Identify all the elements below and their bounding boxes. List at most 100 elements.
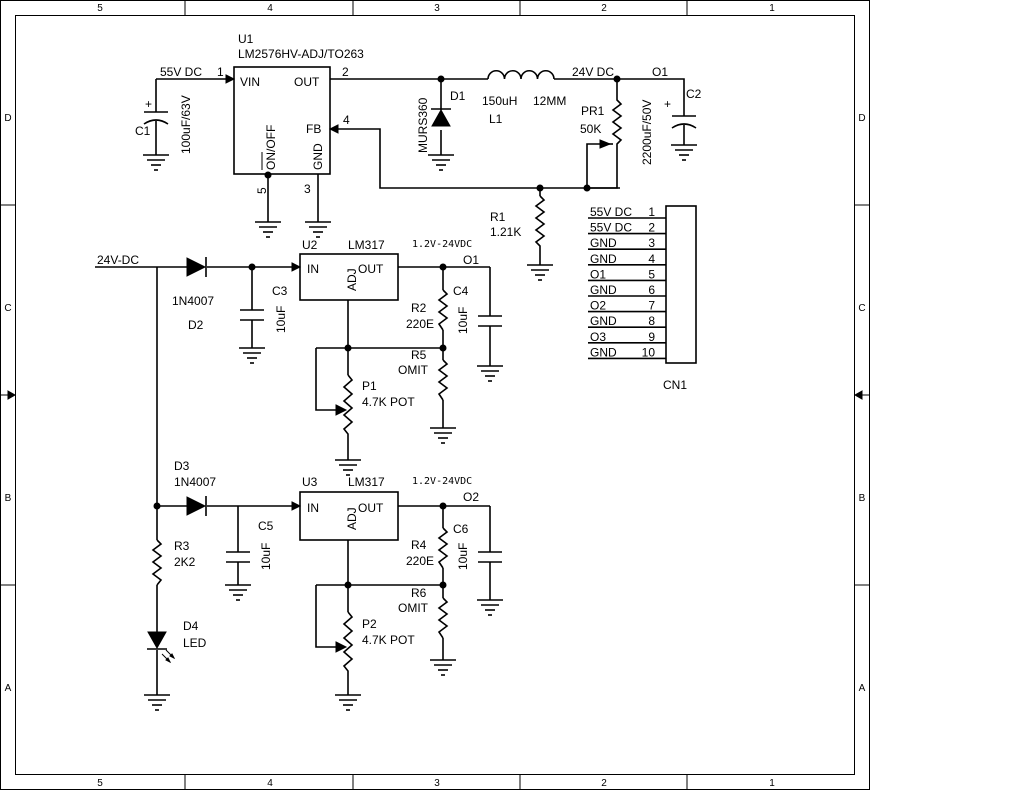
u3-section-wires (153, 501, 491, 695)
u2-out-pin: OUT (358, 262, 384, 276)
u3-regulator: U3 LM317 IN ADJ OUT (299, 475, 399, 541)
cn1-pin-number: 4 (648, 252, 655, 266)
u3-adj-pin: ADJ (345, 507, 359, 530)
u3-ref: U3 (302, 475, 318, 489)
cn1-pin-name: 55V DC (590, 221, 632, 235)
u1-out-pin: OUT (294, 75, 320, 89)
cn1-pin-number: 1 (648, 205, 655, 219)
ground-icon (144, 694, 170, 711)
u1-body (233, 66, 331, 175)
cn1-pin-number: 10 (642, 345, 656, 359)
u2-adj-pin: ADJ (345, 268, 359, 291)
d1-value: MURS360 (416, 97, 430, 153)
u2-ref: U2 (302, 238, 318, 252)
pr1-trimmer: PR1 50K (580, 79, 623, 189)
p1-value: 4.7K POT (362, 395, 415, 409)
p2-potentiometer: P2 4.7K POT (335, 611, 415, 676)
d2-value: 1N4007 (172, 294, 214, 308)
d4-led: D4 LED (147, 619, 207, 664)
frame-row-label: C (858, 303, 865, 314)
r3-ref: R3 (174, 539, 190, 553)
ground-icon (527, 264, 553, 281)
cn1-pin: 55V DC 1 (588, 205, 666, 219)
r3-resistor: R3 2K2 (151, 539, 196, 586)
frame-row-label: A (5, 683, 12, 694)
c3-ref: C3 (272, 284, 288, 298)
r1-ref: R1 (490, 210, 506, 224)
frame-col-label: 3 (434, 778, 440, 789)
cn1-pin-number: 5 (648, 267, 655, 281)
r1-value: 1.21K (490, 225, 521, 239)
frame-col-label: 5 (97, 778, 103, 789)
top-wires (155, 75, 685, 222)
l1-size: 12MM (533, 94, 566, 108)
r2-ref: R2 (411, 301, 427, 315)
c6-ref: C6 (453, 522, 469, 536)
net-55v-label: 55V DC (160, 65, 202, 79)
d3-value: 1N4007 (174, 475, 216, 489)
c2-ref: C2 (686, 87, 702, 101)
cn1-pin-number: 9 (648, 330, 655, 344)
u1-part: LM2576HV-ADJ/TO263 (238, 47, 364, 61)
u1-pin5: 5 (255, 187, 269, 194)
cn1-pin: GND 10 (588, 345, 666, 359)
cn1-pin-name: GND (590, 236, 617, 250)
r6-resistor: R6 OMIT (398, 586, 449, 639)
ground-icon (430, 427, 456, 444)
d1-ref: D1 (450, 89, 466, 103)
frame-col-label: 2 (601, 778, 607, 789)
d3-ref: D3 (174, 459, 190, 473)
c3-value: 10uF (274, 306, 288, 333)
cn1-pin-number: 8 (648, 314, 655, 328)
l1-ref: L1 (489, 112, 503, 126)
frame-col-label: 1 (769, 3, 775, 14)
net-o1-top-label: O1 (652, 65, 668, 79)
p2-ref: P2 (362, 617, 377, 631)
u1-pin1: 1 (217, 65, 224, 79)
ground-symbols (143, 144, 697, 711)
cn1-pin-number: 2 (648, 221, 655, 235)
p1-ref: P1 (362, 379, 377, 393)
cn1-pin-name: GND (590, 314, 617, 328)
frame-col-label: 3 (434, 3, 440, 14)
u1-pin4: 4 (343, 113, 350, 127)
cn1-pin-number: 6 (648, 283, 655, 297)
frame-row-label: D (4, 113, 11, 124)
cn1-pin-name: GND (590, 345, 617, 359)
cn1-pin-name: GND (590, 283, 617, 297)
r5-value: OMIT (398, 363, 429, 377)
c1-value: 100uF/63V (179, 95, 193, 154)
d2-ref: D2 (188, 318, 204, 332)
u2-section-wires (95, 262, 491, 506)
pr1-ref: PR1 (581, 104, 605, 118)
u1-vin-pin: VIN (240, 75, 260, 89)
u2-range: 1.2V-24VDC (412, 239, 472, 250)
u1-ref: U1 (238, 32, 254, 46)
pr1-value: 50K (580, 122, 601, 136)
u3-out-pin: OUT (358, 501, 384, 515)
d2-diode: 1N4007 D2 (172, 257, 214, 332)
cn1-pin-number: 7 (648, 299, 655, 313)
u2-regulator: U2 LM317 IN ADJ OUT (299, 238, 399, 301)
cn1-pin: GND 6 (588, 283, 666, 297)
frame-row-label: B (859, 493, 866, 504)
r6-ref: R6 (411, 586, 427, 600)
u3-range: 1.2V-24VDC (412, 476, 472, 487)
cn1-ref: CN1 (663, 378, 687, 392)
u1-pin2: 2 (342, 65, 349, 79)
frame-col-label: 5 (97, 3, 103, 14)
cn1-pin-name: O1 (590, 267, 606, 281)
c2-value: 2200uF/50V (640, 100, 654, 165)
c1-capacitor: + C1 100uF/63V (135, 95, 193, 155)
frame-col-label: 1 (769, 778, 775, 789)
ground-icon (430, 659, 456, 676)
u3-part: LM317 (348, 475, 385, 489)
u2-part: LM317 (348, 238, 385, 252)
ground-icon (225, 584, 251, 601)
cn1-pin-name: 55V DC (590, 205, 632, 219)
